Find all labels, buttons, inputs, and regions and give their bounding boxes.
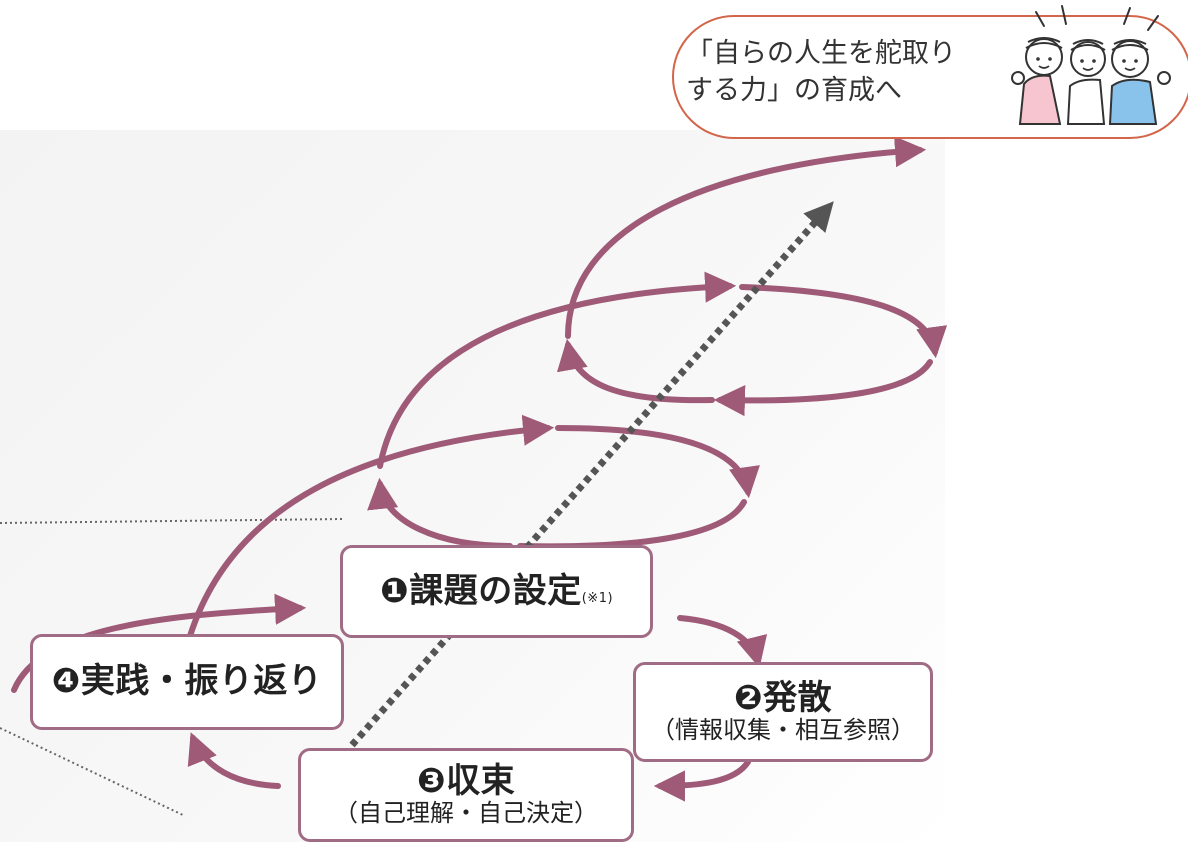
step-convergence-title: ❸収束 [416,760,516,801]
cycle-arrow-to-divergence [677,615,768,669]
cycle-arrow-to-setting [11,593,307,693]
people-icon [1011,5,1171,125]
goal-line-1: 「自らの人生を舵取り [686,38,956,69]
step-divergence-title: ❷発散 [733,677,833,718]
spiral-rise-1 [187,414,555,639]
goal-line-2: する力」の育成へ [686,74,902,106]
goal-text: 「自らの人生を舵取り する力」の育成へ [686,36,1006,109]
step-setting-title: ❶課題の設定(※1) [379,570,614,611]
cycle-arrow-to-convergence [653,759,751,802]
step-box-setting: ❶課題の設定(※1) [340,545,653,638]
cycle-arrow-to-practice [187,732,281,789]
step-box-convergence: ❸収束 （自己理解・自己決定） [298,748,634,842]
cycle-arrow-loop2-left [367,477,513,549]
step-box-practice: ❹実践・振り返り [30,634,344,730]
spiral-rise-2 [377,271,737,469]
step-setting-note: (※1) [581,590,614,606]
step-practice-title: ❹実践・振り返り [51,661,323,702]
spiral-rise-3 [565,136,927,339]
cycle-arrow-loop2-bottom [517,499,747,550]
cycle-arrow-loop3-right [739,284,948,359]
step-divergence-sub: （情報収集・相互参照） [651,715,915,744]
perspective-line-lower [0,727,186,817]
step-box-divergence: ❷発散 （情報収集・相互参照） [633,662,933,762]
perspective-line-upper [0,518,343,524]
cycle-arrow-loop2-right [555,425,760,499]
cycle-arrow-loop3-left [556,338,715,404]
dotted-growth-arrow [349,201,834,748]
cycle-arrow-loop3-bottom [713,359,933,417]
step-convergence-sub: （自己理解・自己決定） [334,798,598,827]
